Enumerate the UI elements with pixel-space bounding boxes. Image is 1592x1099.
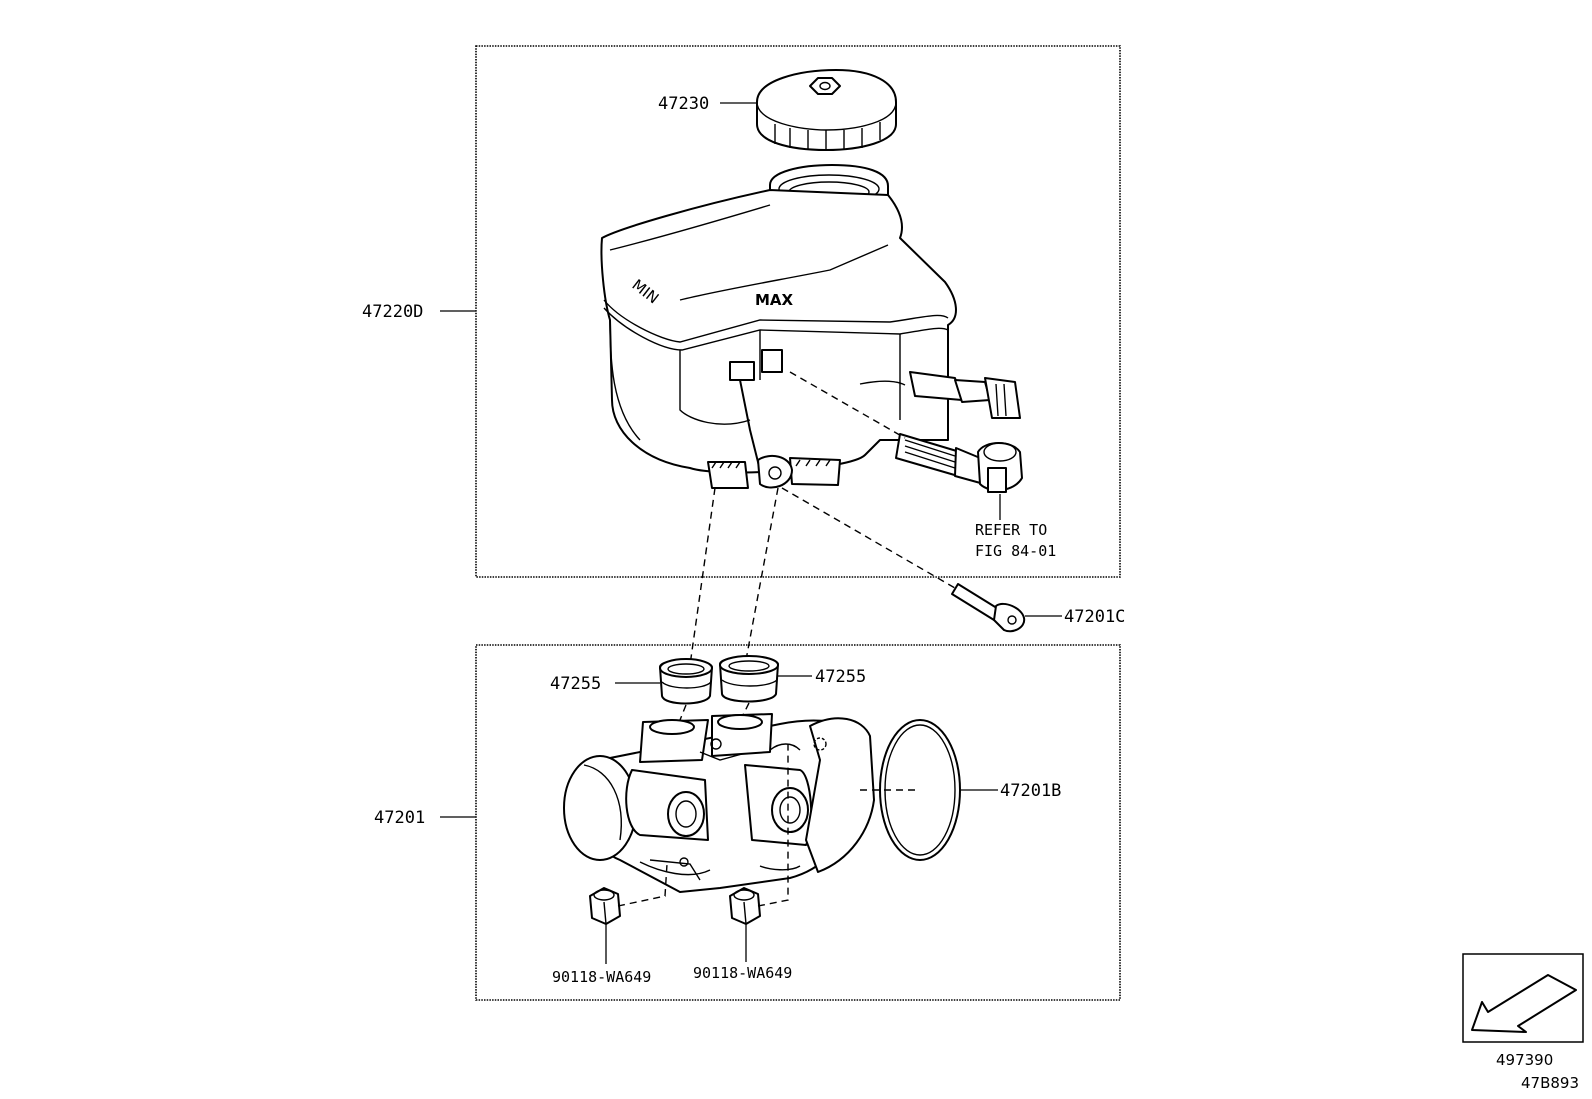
reservoir-pin — [951, 583, 1026, 633]
cylinder-group-frame — [475, 644, 1121, 1001]
nut-left-part-number: 90118-WA649 — [552, 968, 651, 986]
level-switch — [895, 433, 1023, 493]
reservoir-body: MIN MAX — [600, 164, 1021, 489]
alignment-line-nut-right — [757, 740, 789, 907]
master-cylinder-body — [563, 713, 875, 893]
alignment-line-sensor — [789, 371, 906, 439]
nut-left — [589, 887, 621, 925]
nut-right — [729, 887, 761, 925]
o-ring — [879, 719, 961, 861]
illustration-code: 47B893 — [1521, 1074, 1579, 1092]
alignment-line-nut-left — [617, 863, 668, 907]
grommet-left — [659, 658, 713, 705]
alignment-line-left — [689, 487, 716, 666]
orientation-code: 497390 — [1496, 1051, 1553, 1069]
alignment-line-right — [745, 487, 779, 661]
reservoir-cap — [756, 69, 897, 151]
alignment-line-grommet-left — [675, 704, 687, 731]
grommet-right — [719, 655, 779, 703]
cap-part-number: 47230 — [658, 94, 709, 114]
alignment-line-pin — [781, 487, 956, 589]
max-mark: MAX — [755, 291, 794, 309]
pin-part-number: 47201C — [1064, 607, 1125, 627]
nut-right-part-number: 90118-WA649 — [693, 964, 792, 982]
reservoir-part-number: 47220D — [362, 302, 423, 322]
grommet-left-part-number: 47255 — [550, 674, 601, 694]
reference-note-line1: REFER TO — [975, 521, 1047, 539]
reference-note-line2: FIG 84-01 — [975, 542, 1056, 560]
master-cylinder-part-number: 47201 — [374, 808, 425, 828]
oring-part-number: 47201B — [1000, 781, 1061, 801]
orientation-arrow-icon — [1471, 974, 1577, 1033]
grommet-right-part-number: 47255 — [815, 667, 866, 687]
